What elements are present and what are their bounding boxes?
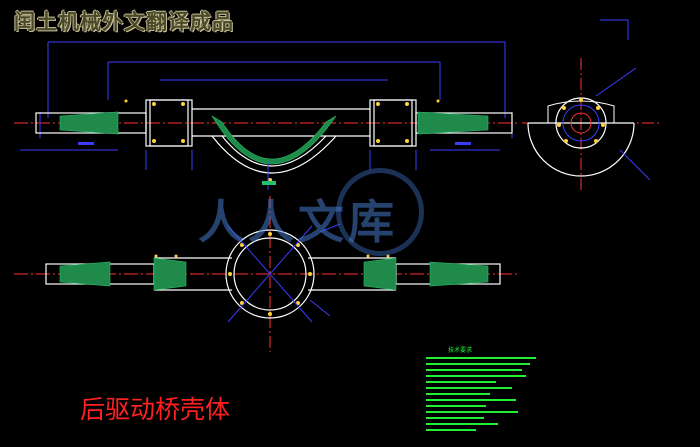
top-view [14,41,520,190]
page-title: 闰土机械外文翻译成品 [14,10,234,34]
bottom-leaders [227,223,341,323]
top-bolts [124,99,440,182]
top-dimension-lines [20,41,513,151]
watermark: 人人文库 [198,195,398,249]
side-bolts [557,98,605,143]
bottom-bolts [154,232,390,316]
watermark-ring [336,168,424,256]
drawing-caption: 后驱动桥壳体 [80,395,231,424]
bottom-view [14,196,520,352]
technical-notes: 技术要求 [426,346,536,431]
side-view [522,19,660,190]
axle-outline [35,99,513,174]
side-leaders [595,19,651,181]
top-dim-labels [78,142,471,185]
top-sections [59,111,489,165]
bottom-sections [59,257,489,291]
notes-title: 技术要求 [448,346,472,354]
top-leaders [145,150,417,190]
